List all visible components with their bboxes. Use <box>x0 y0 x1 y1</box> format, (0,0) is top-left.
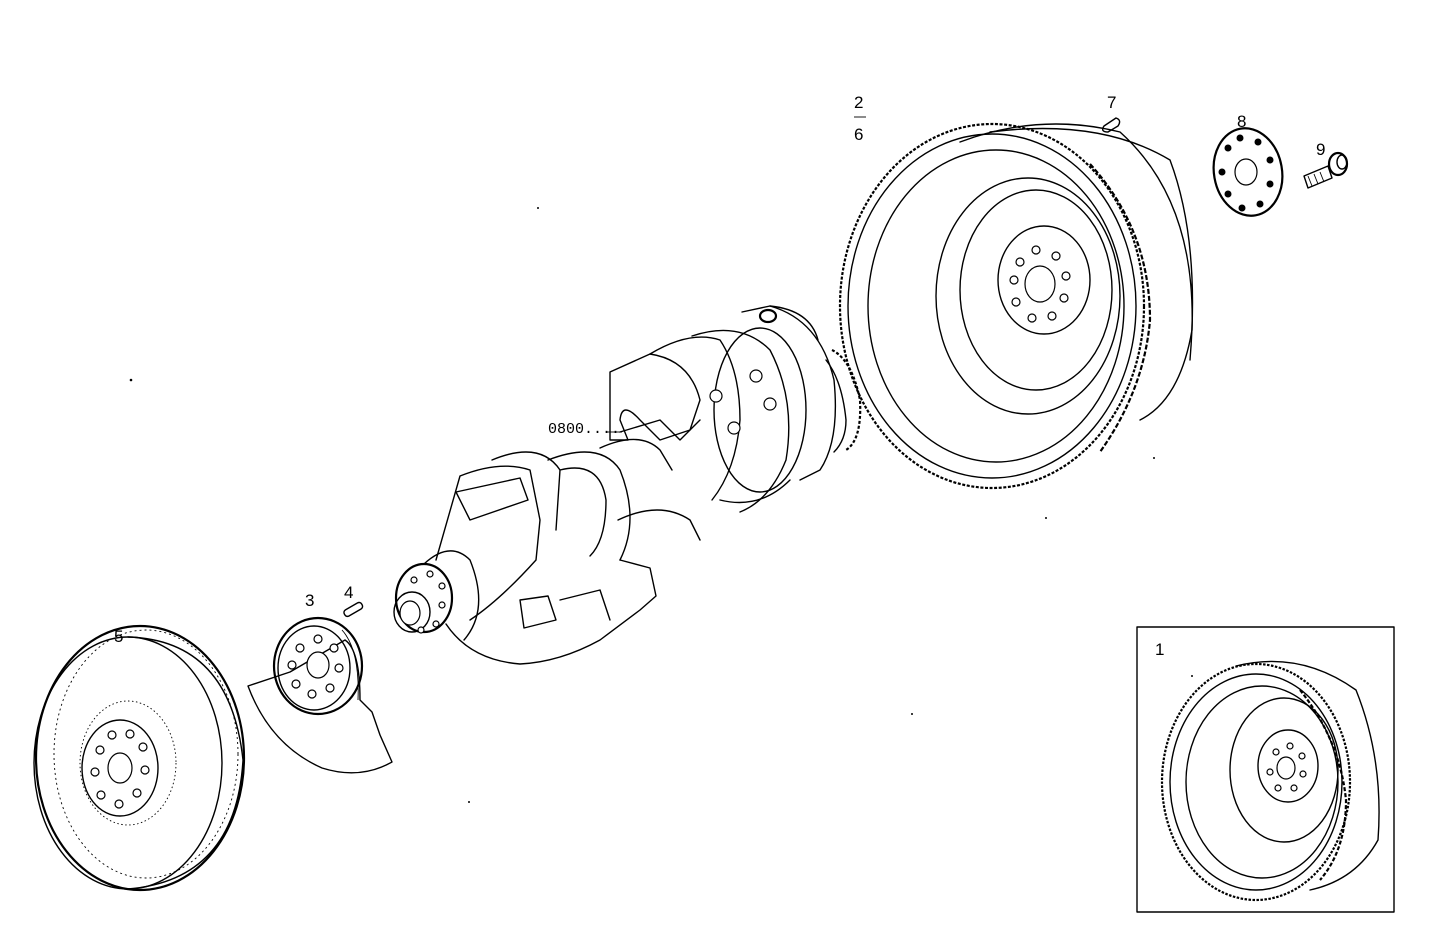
callout-8: 8 <box>1237 112 1246 131</box>
callout-9: 9 <box>1316 140 1325 159</box>
key-pin[interactable] <box>343 601 364 618</box>
crankshaft[interactable] <box>393 305 862 665</box>
scan-specks <box>129 207 1193 803</box>
callout-7: 7 <box>1107 93 1116 112</box>
callout-crankshaft-ref: 0800.... <box>548 421 620 438</box>
callout-2: 2 <box>854 93 863 112</box>
callout-6: 6 <box>854 125 863 144</box>
assembly-inset[interactable] <box>1136 626 1395 913</box>
callout-1: 1 <box>1155 640 1164 659</box>
callout-5: 5 <box>114 627 123 646</box>
washer-plate[interactable] <box>1207 123 1289 221</box>
crank-gear-hub[interactable] <box>247 616 393 774</box>
damper-pulley[interactable] <box>33 624 246 892</box>
flywheel-bolt[interactable] <box>1303 151 1349 189</box>
callout-3: 3 <box>305 591 314 610</box>
flywheel-with-ring-gear[interactable] <box>838 122 1194 490</box>
callout-4: 4 <box>344 583 353 602</box>
dowel-pin[interactable] <box>1101 117 1121 133</box>
